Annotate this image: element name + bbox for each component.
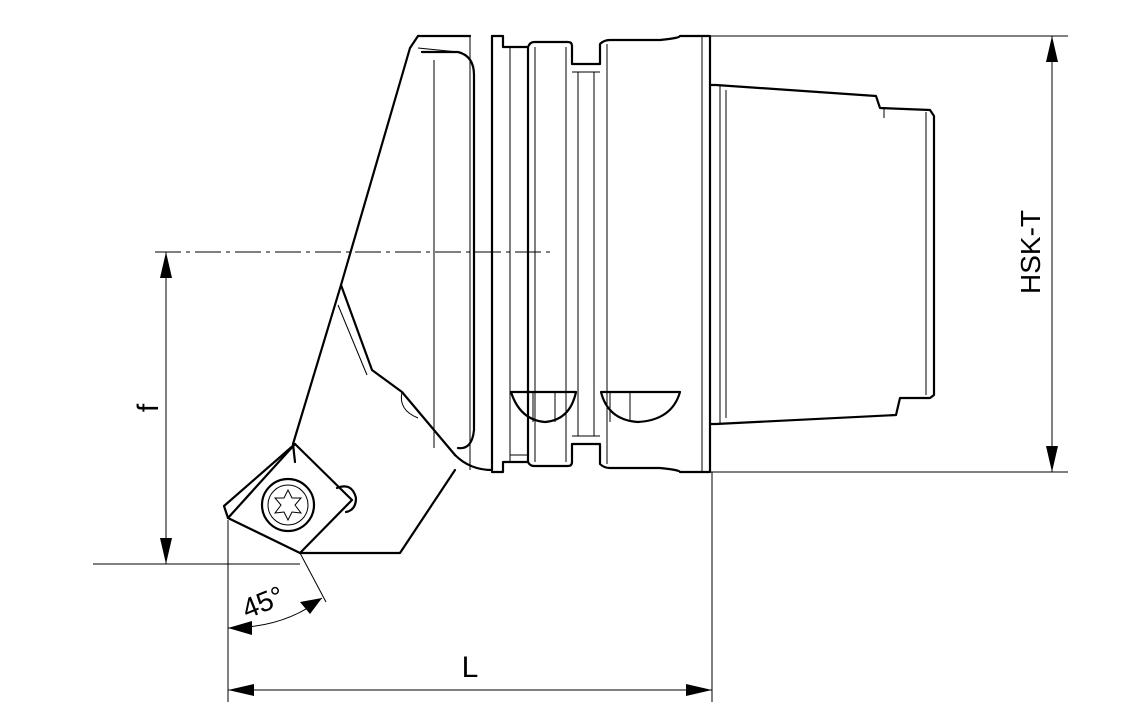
hsk-taper: [708, 83, 936, 426]
dimension-L-label: L: [462, 651, 479, 684]
dimension-angle: 45°: [227, 580, 323, 635]
extension-lines: [93, 35, 1068, 702]
tool-shank: [490, 34, 712, 474]
dimension-hsk: HSK-T: [1015, 36, 1058, 472]
dimension-f: f: [132, 252, 172, 564]
insert-screw: [260, 477, 316, 533]
square-insert: [222, 442, 358, 555]
dimension-L: L: [228, 651, 712, 696]
dimension-f-label: f: [132, 403, 165, 412]
dimension-angle-label: 45°: [237, 580, 288, 625]
dimension-hsk-label: HSK-T: [1015, 210, 1046, 294]
torx-icon: [273, 488, 303, 522]
tool-head: [291, 34, 494, 555]
